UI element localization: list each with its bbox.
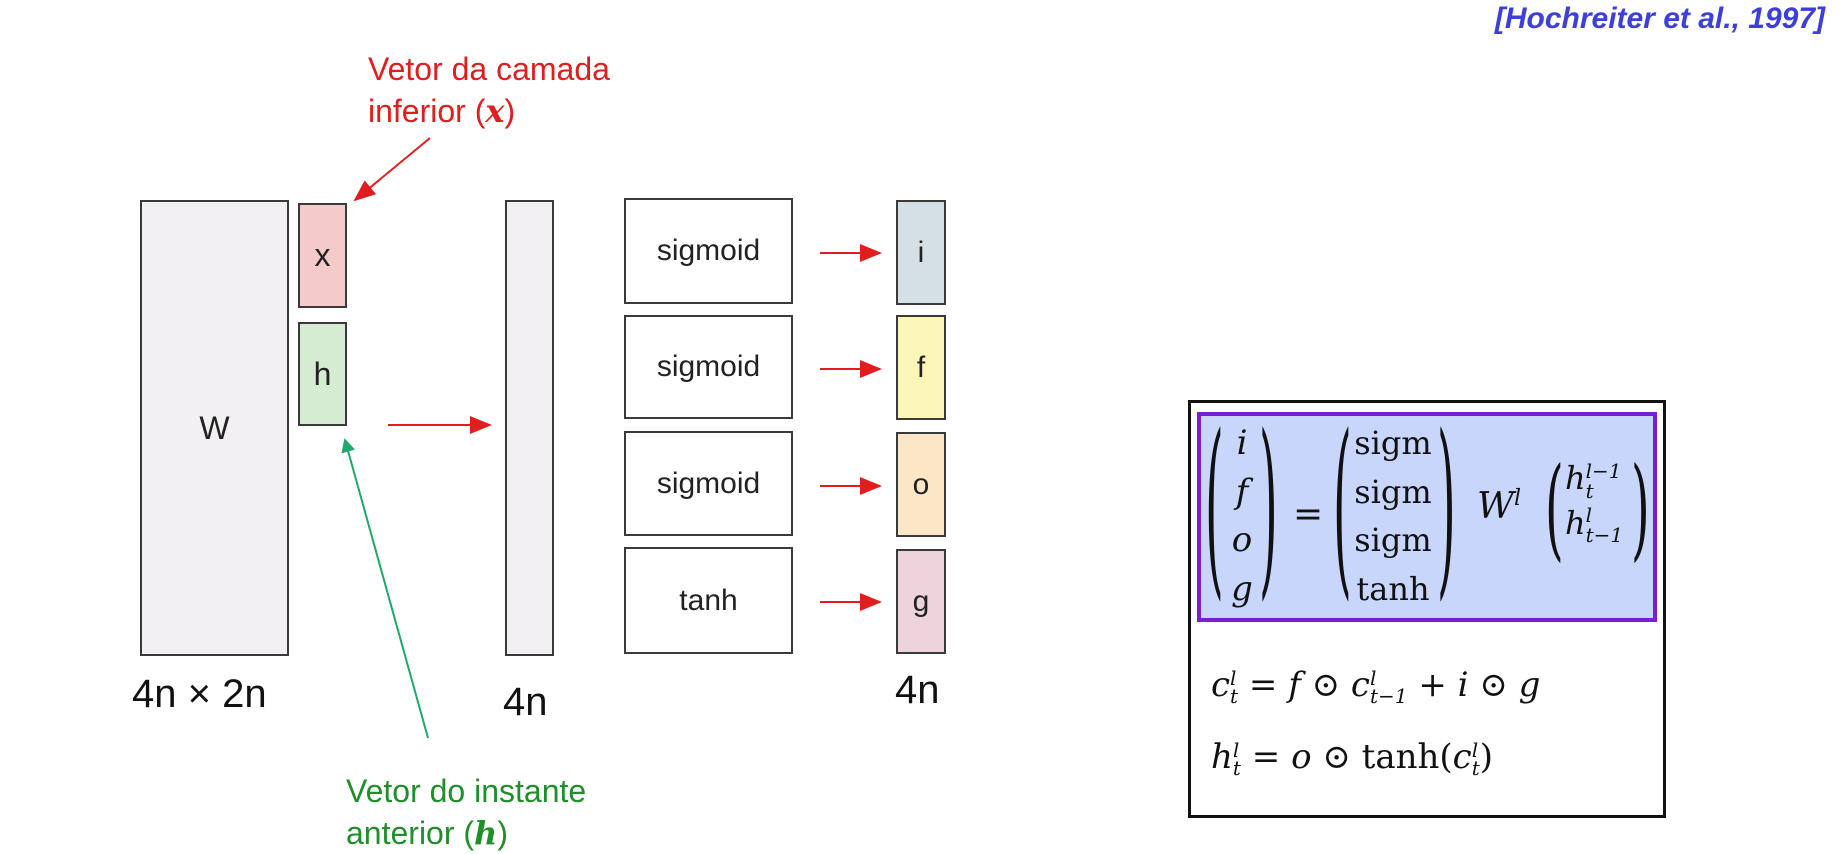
act-open-paren: ( (1333, 396, 1352, 620)
arrow-h-annotation (341, 438, 429, 739)
weight-label: W (199, 409, 230, 446)
h-annotation-line1: Vetor do instante (346, 773, 587, 809)
h-variable: h (474, 814, 498, 852)
gate-label: o (912, 467, 930, 501)
gate-equation-highlight: ( i f o g ) = ( sigm sigm sigm tanh ) Wl… (1197, 412, 1657, 622)
gates-dims-label: 4n (895, 668, 940, 712)
arrow-x-annotation (353, 137, 431, 202)
function-box-sigmoid-3: sigmoid (624, 431, 793, 536)
x-annotation-line1: Vetor da camada (368, 51, 610, 87)
h-annotation-line2: anterior (h) (346, 814, 508, 852)
gate-f: f (896, 315, 946, 420)
function-box-sigmoid-1: sigmoid (624, 198, 793, 304)
function-box-tanh: tanh (624, 547, 793, 654)
lhs-f: f (1235, 471, 1249, 512)
function-label: sigmoid (656, 350, 761, 383)
preactivation-vector (505, 200, 554, 656)
input-x-label: x (314, 237, 331, 273)
weight-matrix: W (140, 200, 289, 656)
gate-o: o (896, 432, 946, 537)
citation: [Hochreiter et al., 1997] (1494, 2, 1825, 35)
hvec-close-paren: ) (1631, 444, 1650, 574)
input-h-label: h (313, 355, 332, 392)
lhs-vector: i f o g (1227, 420, 1257, 612)
gate-label: f (916, 350, 926, 384)
gate-label: i (917, 235, 925, 269)
input-x-box: x (298, 203, 347, 308)
act-close-paren: ) (1437, 396, 1456, 620)
function-label: sigmoid (656, 466, 761, 500)
gate-label: g (912, 584, 930, 618)
gate-i: i (896, 200, 946, 305)
hvec-open-paren: ( (1545, 444, 1564, 574)
function-box-sigmoid-2: sigmoid (624, 315, 793, 419)
function-label: sigmoid (656, 234, 761, 267)
preactivation-dims-label: 4n (503, 680, 548, 724)
x-annotation-line2: inferior (x) (368, 92, 516, 130)
lhs-o: o (1231, 520, 1253, 561)
activation-vector: sigm sigm sigm tanh (1354, 424, 1432, 608)
gate-g: g (896, 549, 946, 654)
equation-panel: ( i f o g ) = ( sigm sigm sigm tanh ) Wl… (1188, 400, 1666, 818)
input-h-box: h (298, 322, 347, 426)
lhs-open-paren: ( (1205, 396, 1224, 620)
lhs-close-paren: ) (1259, 396, 1278, 620)
equals-sign: = (1293, 494, 1324, 535)
h-annotation: Vetor do instante anterior (h) (346, 770, 586, 854)
function-label: tanh (679, 583, 738, 617)
lhs-i: i (1236, 423, 1248, 463)
weight-dims-label: 4n × 2n (132, 672, 267, 716)
x-annotation: Vetor da camada inferior (x) (368, 48, 610, 132)
weight-symbol: Wl (1477, 486, 1522, 527)
x-variable: x (485, 92, 505, 130)
lhs-g: g (1231, 568, 1253, 609)
